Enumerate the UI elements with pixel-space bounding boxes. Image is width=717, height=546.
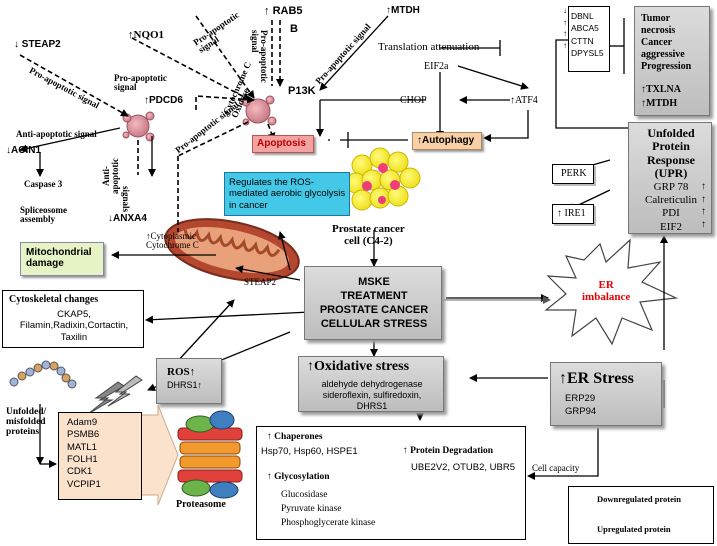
anti-apoptotic-signal-label: Anti-apoptotic signal bbox=[16, 129, 97, 139]
protein-degradation-title: ↑ Protein Degradation bbox=[403, 446, 494, 456]
steap2-top-label: ↓ STEAP2 bbox=[14, 39, 61, 50]
protein-degradation-items: UBE2V2, OTUB2, UBR5 bbox=[411, 462, 516, 473]
unfolded-proteins-label: Unfolded/ misfolded proteins bbox=[6, 407, 47, 437]
proteasome-protein-list: Adam9 PSMB6 MATL1 FOLH1 CDK1 VCPIP1 bbox=[67, 417, 101, 490]
mske-treatment-box: MSKE TREATMENT PROSTATE CANCER CELLULAR … bbox=[304, 266, 442, 340]
ire1-box: ↑ IRE1 bbox=[552, 204, 594, 224]
chop-label: CHOP bbox=[400, 95, 427, 106]
cytoplasmic-cytochrome-label: ↑Cytoplasmic Cytochrome C bbox=[146, 231, 199, 251]
cell-capacity-label: Cell capacity bbox=[532, 463, 580, 473]
prostate-cancer-cell-icon bbox=[345, 147, 421, 211]
mske-treatment-label: MSKE TREATMENT PROSTATE CANCER CELLULAR … bbox=[319, 276, 429, 331]
proteasome-icon bbox=[177, 410, 243, 499]
pdcd6-label: ↑PDCD6 bbox=[144, 95, 183, 106]
spliceosome-label: Spliceosome assembly bbox=[20, 205, 67, 225]
anxa4-label: ↓ANXA4 bbox=[108, 213, 147, 224]
chaperones-box: ↑ Chaperones Hsp70, Hsp60, HSPE1 ↑ Prote… bbox=[256, 426, 526, 540]
er-stress-title: ↑ER Stress bbox=[559, 370, 634, 387]
upr-box: Unfolded Protein Response (UPR) GRP 78 C… bbox=[628, 122, 712, 234]
apoptosis-box: Apoptosis bbox=[252, 135, 314, 153]
proteasome-flow-arrow bbox=[139, 404, 179, 506]
caspase3-label: Caspase 3 bbox=[24, 179, 63, 189]
cytoskeletal-changes-title: Cytoskeletal changes bbox=[9, 294, 99, 305]
cytoskeletal-changes-box: Cytoskeletal changes CKAP5, Filamin,Radi… bbox=[2, 290, 144, 348]
oxidative-stress-items: aldehyde dehydrogenase sideroflexin, sul… bbox=[321, 379, 423, 411]
glycosylation-title: ↑ Glycosylation bbox=[267, 472, 330, 482]
ros-regulation-box: Regulates the ROS-mediated aerobic glyco… bbox=[224, 172, 350, 216]
mitochondrial-damage-label: Mitochondrial damage bbox=[26, 247, 92, 269]
mitochondrial-damage-box: Mitochondrial damage bbox=[20, 242, 104, 276]
perk-label: PERK bbox=[561, 168, 587, 179]
legend-down-label: Downregulated protein bbox=[597, 494, 681, 504]
tumor-protein-list-box: DBNL ABCA5 CTTN DPYSL5 bbox=[568, 6, 610, 72]
ros-dhrs1-label: DHRS1↑ bbox=[167, 380, 203, 390]
chaperones-items: Hsp70, Hsp60, HSPE1 bbox=[261, 446, 358, 457]
pro-apoptotic-signal-2: Pro-apoptotic signal bbox=[114, 73, 167, 93]
er-imbalance-burst bbox=[544, 238, 679, 346]
er-stress-box: ↑ER Stress ERP29 GRP94 bbox=[550, 362, 662, 426]
eif2a-label: EIF2a bbox=[424, 61, 449, 72]
upr-items: GRP 78 Calreticulin PDI EIF2 bbox=[645, 181, 697, 233]
legend-up-label: Upregulated protein bbox=[597, 524, 671, 534]
proteasome-protein-list-box: Adam9 PSMB6 MATL1 FOLH1 CDK1 VCPIP1 bbox=[58, 412, 142, 500]
ros-regulation-text: Regulates the ROS-mediated aerobic glyco… bbox=[229, 177, 346, 211]
tumor-protein-list-arrows: ↓↑↑↑ bbox=[563, 6, 567, 50]
unfolded-protein-chain-icon bbox=[9, 360, 77, 389]
tumor-necrosis-label: Tumor necrosis Cancer aggressive Progres… bbox=[641, 13, 692, 72]
rab5-label: ↑ RAB5 bbox=[264, 5, 303, 17]
oxidative-stress-title: ↑Oxidative stress bbox=[307, 359, 410, 374]
ros-label: ROS↑ bbox=[167, 366, 196, 378]
autophagy-label: ↑Autophagy bbox=[417, 135, 475, 146]
tumor-txlna-label: ↑TXLNA bbox=[641, 84, 682, 95]
er-imbalance-label: ER imbalance bbox=[582, 279, 631, 303]
proteasome-label: Proteasome bbox=[176, 499, 226, 510]
tumor-protein-list: DBNL ABCA5 CTTN DPYSL5 bbox=[571, 11, 604, 58]
anti-apoptotic-vertical-label: Anti- apoptotic bbox=[101, 158, 121, 194]
nqo1-label: ↑NQO1 bbox=[128, 29, 165, 41]
tumor-mtdh-label: ↑MTDH bbox=[641, 98, 678, 109]
acin1-label: ↓ACIN1 bbox=[6, 145, 42, 156]
chaperones-title: ↑ Chaperones bbox=[267, 432, 323, 442]
signals-vertical-label: signals bbox=[121, 186, 131, 213]
cytoskeletal-changes-items: CKAP5, Filamin,Radixin,Cortactin, Taxili… bbox=[19, 309, 129, 343]
mitochondrion-icon bbox=[164, 218, 300, 282]
lightning-icon bbox=[87, 375, 143, 415]
apoptotic-cell-left-icon bbox=[122, 111, 155, 142]
tumor-necrosis-box: Tumor necrosis Cancer aggressive Progres… bbox=[634, 6, 710, 116]
glycosylation-items: Glucosidase Pyruvate kinase Phosphoglyce… bbox=[281, 490, 376, 528]
prostate-cell-label: Prostate cancer cell (C4-2) bbox=[332, 223, 405, 247]
oxidative-stress-box: ↑Oxidative stress aldehyde dehydrogenase… bbox=[298, 356, 444, 412]
er-stress-items: ERP29 GRP94 bbox=[565, 393, 597, 417]
legend-box: Downregulated protein Upregulated protei… bbox=[568, 486, 714, 544]
upr-items-arrows: ↑↑↑↑ bbox=[701, 181, 706, 230]
ire1-label: ↑ IRE1 bbox=[557, 208, 586, 219]
mtdh-top-label: ↑MTDH bbox=[386, 5, 420, 16]
translation-attenuation-label: Translation attenuation bbox=[378, 41, 480, 53]
p13k-label: P13K bbox=[288, 85, 316, 97]
perk-box: PERK bbox=[552, 164, 594, 184]
atf4-label: ↑ATF4 bbox=[510, 95, 538, 106]
autophagy-box: ↑Autophagy bbox=[412, 132, 482, 150]
steap2-mid-label: STEAP2 bbox=[244, 277, 277, 287]
apoptosis-label: Apoptosis bbox=[257, 138, 306, 149]
apoptotic-cell-right-icon bbox=[241, 95, 277, 126]
ros-box: ROS↑ DHRS1↑ bbox=[156, 358, 222, 404]
upr-title: Unfolded Protein Response (UPR) bbox=[646, 126, 695, 181]
rab5b-label: B bbox=[290, 23, 298, 35]
